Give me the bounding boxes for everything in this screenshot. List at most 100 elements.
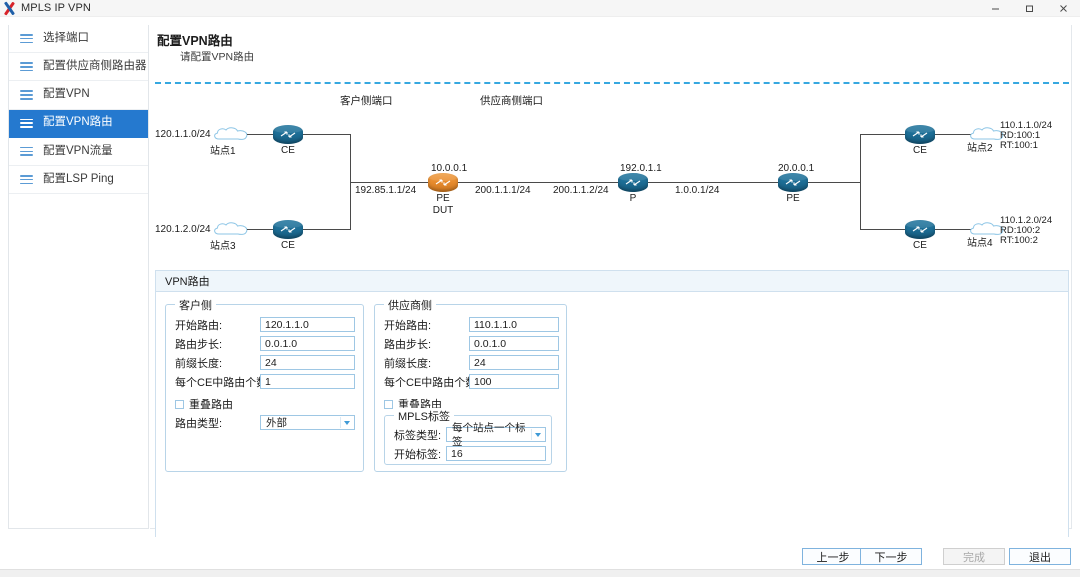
list-icon [20,147,33,156]
provider-side-group-title: 供应商侧 [384,297,436,313]
link-line [350,182,435,183]
field-row-route-step: 路由步长: [175,336,355,351]
customer-side-group: 客户侧 开始路由: 路由步长: 前缀长度: 每个CE中路由个数: [165,304,364,472]
node-sublabel-pe-dut: DUT [428,205,458,216]
sidebar-item-config-vpn-route[interactable]: 配置VPN路由 [9,110,148,138]
vpn-route-panel-title: VPN路由 [156,271,1068,292]
previous-button[interactable]: 上一步 [802,548,864,565]
select-mpls-label-type[interactable]: 每个站点一个标签 [446,427,546,442]
xinertel-x-logo-icon [2,2,16,15]
main-panel: 配置VPN路由 请配置VPN路由 客户侧端口 供应商侧端口 120.1.1.0/… [150,25,1072,529]
list-icon [20,90,33,99]
list-icon [20,34,33,43]
router-ce-left-bottom [273,220,303,239]
sidebar-item-config-lsp-ping[interactable]: 配置LSP Ping [9,166,148,194]
label-label-type: 标签类型: [394,427,446,443]
label-routes-per-ce: 每个CE中路由个数: [384,374,469,390]
zone-label-provider: 供应商侧端口 [480,93,543,108]
sidebar-item-config-vpn[interactable]: 配置VPN [9,81,148,109]
title-bar: MPLS IP VPN [0,0,1080,17]
window-title: MPLS IP VPN [21,2,91,14]
input-customer-start-route[interactable] [260,317,355,332]
finish-button: 完成 [943,548,1005,565]
link-label-ce-to-pe: 192.85.1.1/24 [355,185,416,196]
router-ce-right-top [905,125,935,144]
router-pe-dut [428,173,458,192]
link-label-pe-to-p-left: 200.1.1.1/24 [475,185,531,196]
sidebar-item-select-port[interactable]: 选择端口 [9,25,148,53]
input-customer-route-step[interactable] [260,336,355,351]
field-row-routes-per-ce: 每个CE中路由个数: [175,374,355,389]
label-route-type: 路由类型: [175,415,260,431]
site-label-4: 站点4 [967,234,993,249]
sidebar-item-label: 配置VPN [43,89,90,101]
link-line [935,134,971,135]
checkbox-customer-overlap-route[interactable]: 重叠路由 [175,396,233,412]
sidebar-item-label: 选择端口 [43,33,89,45]
field-row-prefix-length: 前缀长度: [175,355,355,370]
field-row-route-type: 路由类型: 外部 [175,415,355,430]
label-route-step: 路由步长: [384,336,469,352]
sidebar-item-provider-router[interactable]: 配置供应商侧路由器 [9,53,148,81]
customer-side-group-title: 客户侧 [175,297,216,313]
exit-button[interactable]: 退出 [1009,548,1071,565]
site-label-3: 站点3 [210,237,236,252]
list-icon [20,119,33,128]
site-label-1: 站点1 [210,142,236,157]
node-label-pe-right: PE [778,193,808,204]
node-label-ce-left-top: CE [273,145,303,156]
label-routes-per-ce: 每个CE中路由个数: [175,374,260,390]
minimize-icon[interactable] [978,0,1012,17]
input-provider-routes-per-ce[interactable] [469,374,559,389]
router-ce-right-bottom [905,220,935,239]
label-route-step: 路由步长: [175,336,260,352]
select-customer-route-type[interactable]: 外部 [260,415,355,430]
window-controls [978,0,1080,17]
list-icon [20,62,33,71]
input-provider-route-step[interactable] [469,336,559,351]
close-icon[interactable] [1046,0,1080,17]
select-value: 外部 [266,416,287,430]
checkbox-label: 重叠路由 [189,396,233,412]
label-prefix-length: 前缀长度: [384,355,469,371]
input-customer-routes-per-ce[interactable] [260,374,355,389]
link-line [648,182,778,183]
zone-label-customer: 客户侧端口 [340,93,393,108]
input-provider-prefix-length[interactable] [469,355,559,370]
site-cloud-bottom-left [212,222,248,237]
site-label-2: 站点2 [967,139,993,154]
network-topology-diagram: 客户侧端口 供应商侧端口 120.1.1.0/24 站点1 CE 1 [150,85,1072,260]
input-provider-start-route[interactable] [469,317,559,332]
page-subtitle: 请配置VPN路由 [180,49,254,64]
next-button[interactable]: 下一步 [860,548,922,565]
link-line [458,182,624,183]
router-p [618,173,648,192]
field-row-prefix-length: 前缀长度: [384,355,559,370]
maximize-icon[interactable] [1012,0,1046,17]
link-line [860,134,907,135]
router-ce-left-top [273,125,303,144]
select-value: 每个站点一个标签 [452,421,529,449]
node-label-p: P [618,193,648,204]
input-customer-prefix-length[interactable] [260,355,355,370]
vpn-route-panel: VPN路由 客户侧 开始路由: 路由步长: 前缀长度: 每个CE中路由个数: [155,270,1069,555]
input-mpls-start-label[interactable] [446,446,546,461]
page-title: 配置VPN路由 [157,30,233,49]
site-cloud-top-left [212,127,248,142]
label-start-route: 开始路由: [384,317,469,333]
left-prefix-top: 120.1.1.0/24 [155,129,211,140]
left-prefix-bottom: 120.1.2.0/24 [155,224,211,235]
link-label-pe-to-p-right: 200.1.1.2/24 [553,185,609,196]
node-label-ce-right-top: CE [905,145,935,156]
node-label-ce-right-bottom: CE [905,240,935,251]
link-line [808,182,860,183]
taskbar-strip [0,569,1080,577]
sidebar-item-label: 配置LSP Ping [43,174,114,186]
sidebar-item-config-vpn-traffic[interactable]: 配置VPN流量 [9,138,148,166]
node-label-ce-left-bottom: CE [273,240,303,251]
chevron-down-icon [344,421,350,425]
router-pe-right [778,173,808,192]
dashed-divider [155,82,1069,84]
right-rt-bottom: RT:100:2 [1000,235,1038,246]
